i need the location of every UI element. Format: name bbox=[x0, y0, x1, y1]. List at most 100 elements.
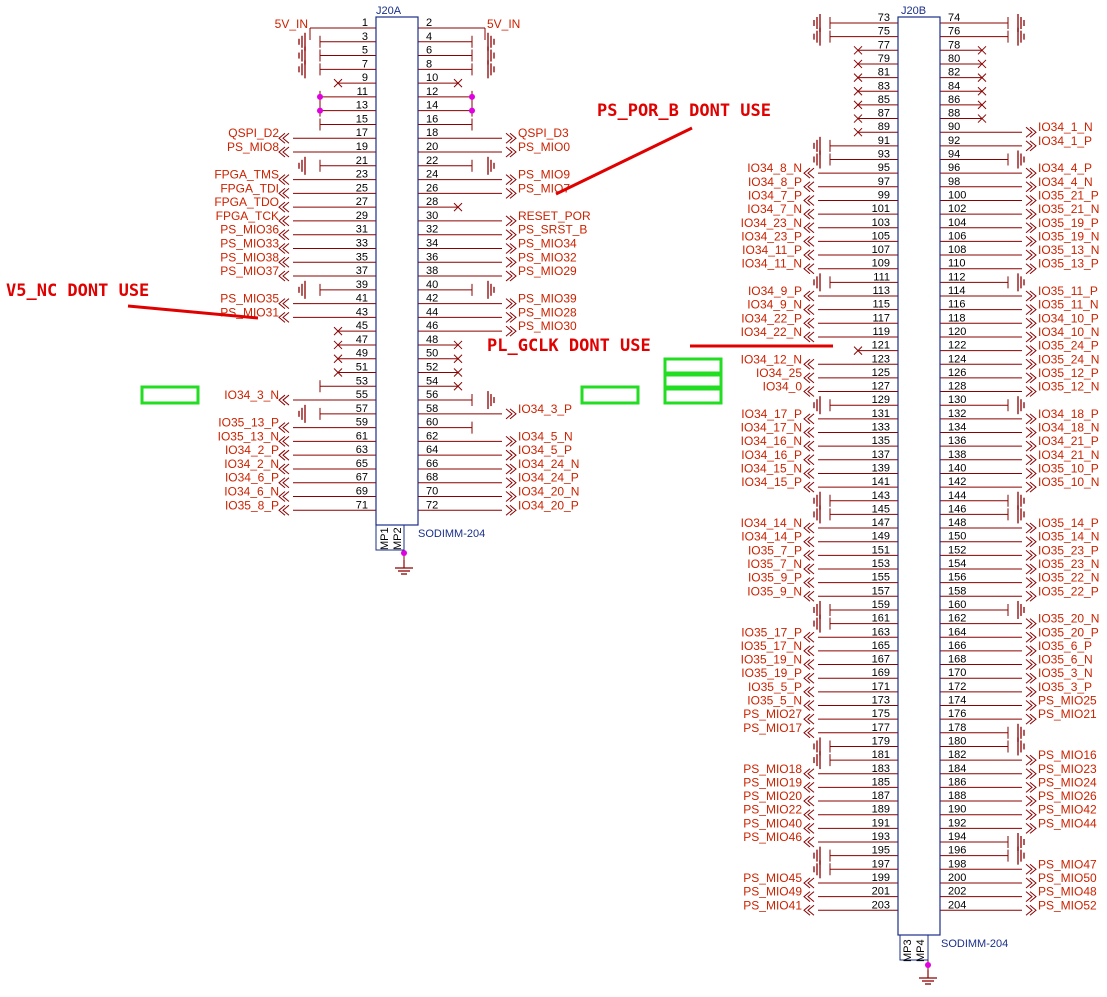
port-arrow bbox=[1025, 249, 1033, 261]
port-arrow bbox=[505, 449, 513, 461]
net-label: IO35_9_P bbox=[748, 571, 802, 585]
pin-number: 183 bbox=[872, 763, 890, 775]
port-arrow bbox=[807, 904, 815, 916]
port-arrow bbox=[1025, 140, 1033, 152]
port-arrow bbox=[803, 836, 811, 848]
pin-number: 151 bbox=[872, 544, 890, 556]
port-arrow bbox=[1029, 522, 1037, 534]
port-arrow bbox=[803, 891, 811, 902]
net-label: IO34_21_P bbox=[1038, 434, 1099, 448]
port-arrow bbox=[803, 577, 811, 589]
net-label: PS_MIO24 bbox=[1038, 775, 1097, 789]
pin-number: 66 bbox=[426, 458, 438, 470]
net-label: PS_MIO47 bbox=[1038, 857, 1097, 871]
port-arrow bbox=[1025, 782, 1033, 793]
port-arrow bbox=[803, 427, 811, 438]
port-arrow bbox=[1025, 863, 1033, 875]
pin-number: 11 bbox=[357, 86, 368, 98]
port-arrow bbox=[282, 243, 290, 254]
port-arrow bbox=[1029, 317, 1037, 329]
net-label: IO34_0 bbox=[763, 380, 803, 394]
net-label: IO34_17_P bbox=[741, 407, 802, 421]
port-arrow bbox=[807, 768, 815, 780]
pin-number: 203 bbox=[872, 899, 890, 911]
pin-number: 22 bbox=[426, 155, 438, 167]
pin-number: 125 bbox=[872, 367, 890, 379]
port-arrow bbox=[1025, 126, 1033, 138]
pin-number: 46 bbox=[426, 320, 438, 332]
port-arrow bbox=[807, 877, 815, 889]
net-label: IO34_21_N bbox=[1038, 448, 1099, 462]
port-arrow bbox=[1025, 358, 1033, 370]
port-arrow bbox=[803, 386, 811, 397]
no-connect-marker bbox=[333, 78, 343, 88]
port-arrow bbox=[1029, 904, 1037, 916]
net-label: PS_MIO9 bbox=[518, 168, 570, 182]
pin-number: 20 bbox=[426, 141, 438, 153]
pin-number: 158 bbox=[948, 585, 966, 597]
pin-number: 179 bbox=[872, 735, 890, 747]
pin-number: 24 bbox=[426, 169, 438, 181]
pin-number: 65 bbox=[356, 458, 368, 470]
no-connect-marker bbox=[333, 368, 343, 377]
pin-number: 152 bbox=[948, 544, 966, 556]
port-arrow bbox=[803, 672, 811, 684]
net-label: IO35_7_N bbox=[747, 557, 802, 571]
pin-number: 161 bbox=[872, 613, 890, 625]
port-arrow bbox=[807, 481, 815, 493]
pin-number: 7 bbox=[362, 58, 368, 70]
port-arrow bbox=[803, 222, 811, 234]
pin-number: 69 bbox=[356, 486, 368, 498]
port-arrow bbox=[1029, 549, 1037, 561]
net-label: IO34_8_N bbox=[747, 161, 802, 175]
port-arrow bbox=[1025, 672, 1033, 684]
net-label: IO34_22_P bbox=[741, 311, 802, 325]
pin-number: 33 bbox=[356, 237, 368, 249]
port-arrow bbox=[282, 132, 290, 144]
port-arrow bbox=[803, 208, 811, 220]
port-arrow bbox=[278, 146, 286, 158]
port-arrow bbox=[1025, 618, 1033, 629]
pin-number: 89 bbox=[878, 121, 890, 133]
port-arrow bbox=[1029, 822, 1037, 834]
junction-dot bbox=[317, 107, 323, 114]
net-label: IO34_14_N bbox=[741, 516, 802, 530]
port-arrow bbox=[803, 904, 811, 916]
port-arrow bbox=[1029, 891, 1037, 902]
net-label: IO35_19_P bbox=[741, 666, 802, 680]
net-label: IO35_7_P bbox=[748, 543, 802, 557]
port-arrow bbox=[509, 311, 517, 323]
net-label: IO35_21_N bbox=[1038, 202, 1099, 216]
pin-number: 40 bbox=[426, 279, 438, 291]
port-arrow bbox=[1029, 686, 1037, 698]
port-arrow bbox=[282, 422, 290, 434]
port-arrow bbox=[1029, 590, 1037, 602]
pin-number: 188 bbox=[948, 790, 966, 802]
port-arrow bbox=[282, 477, 290, 489]
pin-number: 96 bbox=[948, 162, 960, 174]
pin-number: 70 bbox=[426, 486, 438, 498]
pin-number: 8 bbox=[426, 58, 432, 70]
port-arrow bbox=[807, 727, 815, 739]
port-arrow bbox=[505, 311, 513, 323]
net-label: PS_MIO18 bbox=[743, 762, 802, 776]
port-arrow bbox=[509, 146, 517, 158]
pin-number: 25 bbox=[356, 182, 368, 194]
net-label: IO35_19_P bbox=[1038, 216, 1099, 230]
port-arrow bbox=[1025, 563, 1033, 575]
net-label: IO34_25 bbox=[756, 366, 802, 380]
port-arrow bbox=[505, 270, 513, 282]
port-arrow bbox=[282, 491, 290, 502]
port-arrow bbox=[803, 877, 811, 889]
port-arrow bbox=[278, 491, 286, 502]
net-label: IO34_8_P bbox=[748, 175, 802, 189]
port-arrow bbox=[1029, 236, 1037, 247]
pin-number: 16 bbox=[426, 113, 438, 125]
net-label: PS_MIO25 bbox=[1038, 694, 1097, 708]
port-arrow bbox=[807, 891, 815, 902]
net-label: IO35_13_P bbox=[218, 416, 279, 430]
pin-number: 162 bbox=[948, 613, 966, 625]
pin-number: 1 bbox=[362, 17, 368, 29]
port-arrow bbox=[803, 358, 811, 370]
port-arrow bbox=[803, 522, 811, 534]
